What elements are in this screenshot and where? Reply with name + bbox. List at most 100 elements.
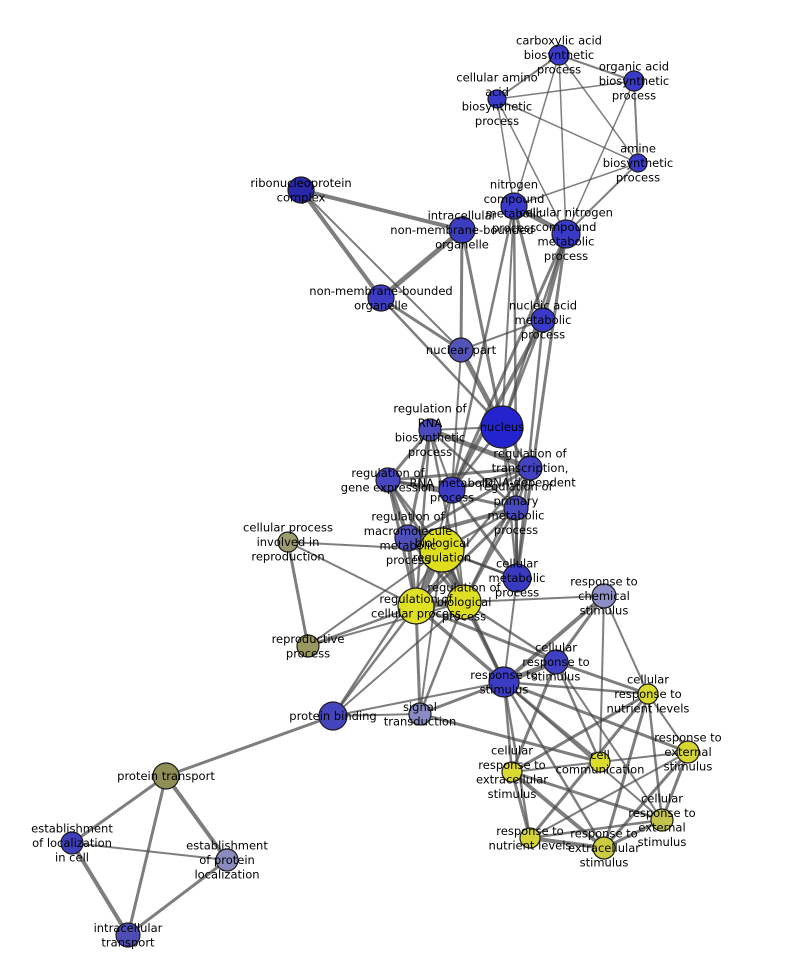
node-nmbo[interactable] — [367, 284, 395, 312]
edge-cres_extra-rextra — [510, 770, 606, 850]
edge-npart-nam — [460, 319, 544, 351]
node-cab[interactable] — [548, 44, 570, 66]
edge-res-cres_ext — [660, 750, 690, 822]
edge-rchem-crnl — [603, 595, 649, 695]
node-rmm[interactable] — [394, 524, 422, 552]
node-cpir[interactable] — [277, 531, 299, 553]
edge-rrb-rcp — [414, 428, 432, 608]
node-st[interactable] — [408, 702, 432, 726]
edge-crs-cres_extra — [510, 660, 558, 774]
edge-cncm-cmp — [515, 232, 568, 580]
node-ab[interactable] — [628, 153, 648, 173]
edge-rcp-crs — [414, 604, 558, 664]
node-res[interactable] — [676, 740, 700, 764]
edge-crnl-rextra — [602, 692, 650, 850]
node-rcp[interactable] — [397, 587, 435, 625]
node-rbp[interactable] — [446, 584, 482, 620]
node-inmbo[interactable] — [448, 216, 476, 244]
node-rge[interactable] — [375, 467, 401, 493]
node-crnl[interactable] — [637, 683, 659, 705]
node-rnp[interactable] — [287, 176, 315, 204]
node-rnl[interactable] — [519, 827, 541, 849]
node-rchem[interactable] — [591, 583, 617, 609]
edge-ab-ncm — [513, 162, 639, 207]
edge-rcp-cpir — [287, 541, 417, 607]
node-cncm[interactable] — [551, 219, 581, 249]
edge-crs-crnl — [554, 660, 650, 696]
edge-cres_extra-cres_ext — [510, 770, 664, 822]
edge-res-rextra — [602, 750, 690, 850]
edge-pt-it — [126, 774, 168, 937]
node-nucleus[interactable] — [480, 405, 524, 449]
edge-rpm-rcp — [414, 506, 518, 608]
edge-bioreg-pb — [331, 548, 444, 718]
edge-rs-pb — [332, 681, 505, 717]
node-cc[interactable] — [589, 751, 611, 773]
node-rtd[interactable] — [517, 455, 543, 481]
edge-cncm-nucleus — [500, 232, 568, 429]
node-rnam[interactable] — [438, 476, 466, 504]
edge-cab-ab — [558, 54, 639, 164]
edge-caab-cncm — [496, 98, 567, 235]
edge-rnl-rextra — [528, 836, 606, 850]
edge-rcp-pb — [331, 604, 418, 718]
edge-rnp-npart — [300, 189, 462, 351]
edge-inmbo-npart — [459, 228, 464, 352]
node-elc[interactable] — [60, 831, 84, 855]
edge-rbp-pb — [332, 601, 465, 717]
edge-rtd-rmm — [406, 466, 532, 540]
edge-inmbo-nmbo — [378, 227, 465, 301]
node-layer — [60, 44, 700, 948]
edge-cab-ncm — [513, 54, 560, 207]
node-rextra[interactable] — [592, 836, 616, 860]
node-bioreg[interactable] — [419, 527, 465, 573]
edge-rnp-nmbo — [299, 188, 383, 300]
node-npart[interactable] — [448, 337, 474, 363]
edge-nmbo-npart — [379, 296, 463, 352]
edge-rbp-repro — [307, 601, 465, 647]
edge-rbp-st — [418, 600, 466, 716]
edge-rcp-repro — [306, 604, 418, 648]
node-nam[interactable] — [530, 307, 556, 333]
edge-rrb-rpm — [428, 428, 518, 510]
node-oab[interactable] — [623, 70, 645, 92]
edge-pt-elc — [70, 774, 168, 845]
edge-crnl-rnl — [528, 692, 650, 840]
edge-nam-cmp — [515, 318, 545, 580]
node-caab[interactable] — [487, 89, 507, 109]
edge-cab-cncm — [558, 54, 567, 235]
node-crs[interactable] — [543, 649, 569, 675]
edge-rs-rextra — [502, 680, 606, 850]
node-rrb[interactable] — [418, 418, 442, 442]
node-it[interactable] — [115, 922, 141, 948]
edge-oab-ab — [633, 80, 639, 164]
node-cres_ext[interactable] — [650, 808, 674, 832]
node-pb[interactable] — [318, 701, 348, 731]
node-repro[interactable] — [296, 634, 320, 658]
edge-rchem-rs — [502, 594, 606, 684]
edge-rs-crnl — [502, 680, 650, 696]
edge-rpm-rbp — [462, 506, 518, 604]
edge-caab-ncm — [496, 98, 515, 207]
edge-cab-caab — [496, 54, 560, 100]
edge-rnp-inmbo — [299, 188, 464, 232]
node-rpm[interactable] — [503, 495, 529, 521]
edge-cmp-rs — [503, 577, 518, 683]
edge-ncm-nucleus — [501, 205, 515, 428]
edge-cpir-repro — [286, 540, 310, 648]
node-pt[interactable] — [152, 762, 180, 790]
edge-rpm-rmm — [406, 506, 518, 540]
edge-ncm-nam — [512, 204, 545, 322]
node-ncm[interactable] — [500, 192, 528, 220]
edge-layer — [70, 54, 690, 937]
edge-bioreg-repro — [307, 549, 443, 647]
edge-pt-epl — [164, 774, 229, 862]
node-cres_extra[interactable] — [501, 761, 523, 783]
node-rs[interactable] — [488, 666, 520, 698]
node-epl[interactable] — [215, 848, 239, 872]
node-cmp[interactable] — [502, 563, 532, 593]
edge-crs-cc — [554, 660, 602, 764]
